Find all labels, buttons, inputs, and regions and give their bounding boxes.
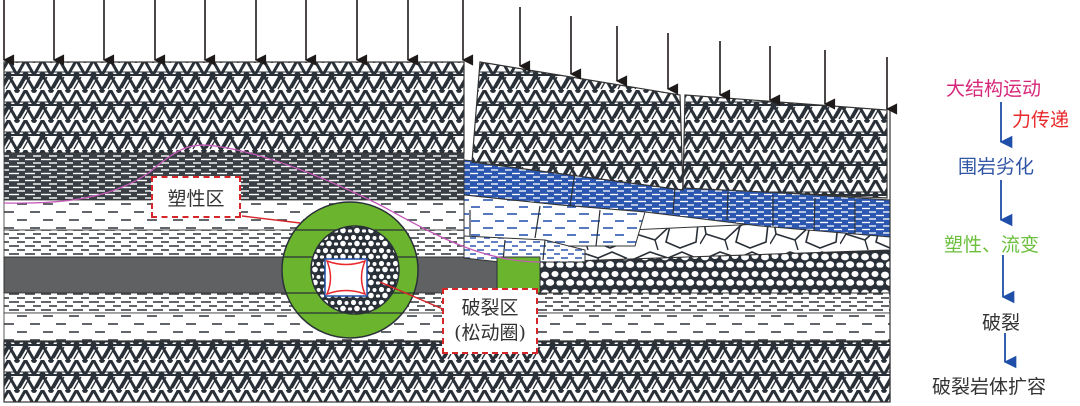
plastic-boundary-curve [3,144,541,263]
plastic-zone-label: 塑性区 [151,176,241,218]
flow-step-fracture: 破裂 [982,312,1021,334]
load-arrows [2,0,898,115]
right-disturbed-zone [463,61,891,402]
tilted-roof-block-1 [471,61,684,191]
roof-rock-layer [3,61,465,154]
roadway-deformed-boundary [325,259,367,296]
plastic-zone-text: 塑性区 [167,187,225,210]
plastic-zone-leader [241,215,301,224]
fracture-zone-leader [379,281,446,311]
fracture-zone-text: 破裂区 [461,297,519,319]
flow-step-plastic-rheology: 塑性、流变 [944,234,1040,256]
flow-step-dilatancy: 破裂岩体扩容 [932,376,1047,398]
tilted-roof-block-2 [682,94,888,199]
flow-note-force-transfer: 力传递 [1012,109,1070,131]
fracture-zone-label: 破裂区 (松动圈) [442,288,538,354]
process-flow-arrows [999,102,1017,369]
coal-seam [3,256,500,294]
roadway-surrounding-rock [281,201,541,339]
loosened-circle-text: (松动圈) [454,322,526,344]
flow-step-rock-degradation: 围岩劣化 [958,156,1035,178]
flow-step-structural-movement: 大结构运动 [946,78,1042,100]
